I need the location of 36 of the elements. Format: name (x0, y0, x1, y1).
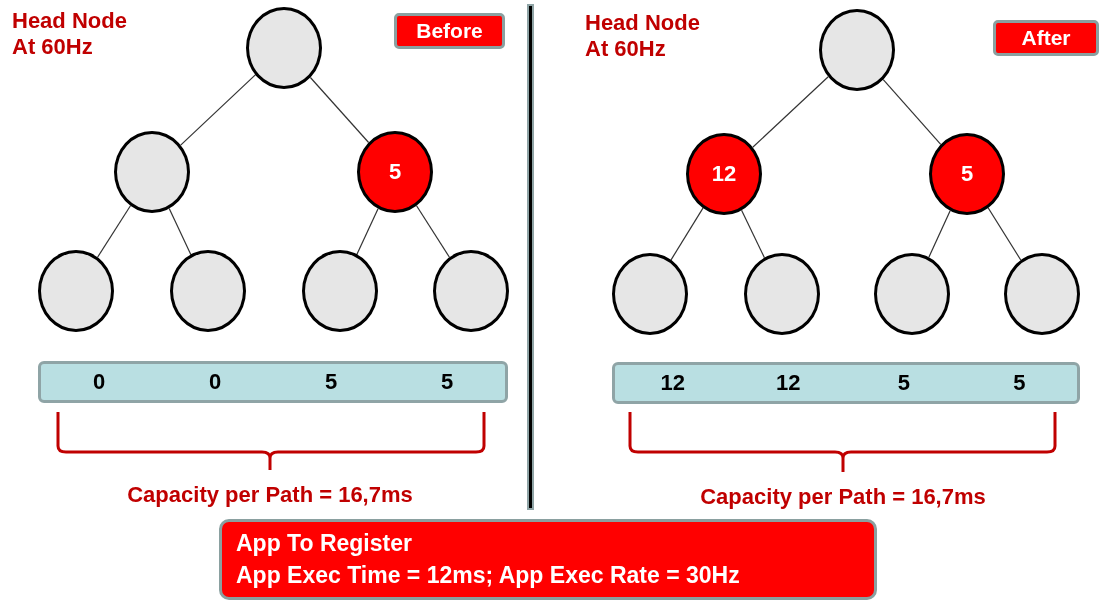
tree-edge (309, 76, 370, 144)
tree-edge (670, 207, 704, 261)
array-value: 0 (92, 369, 106, 395)
array-value: 5 (897, 370, 910, 396)
capacity-array-bar (38, 361, 508, 403)
array-value: 0 (208, 369, 222, 395)
info-text: App To Register (236, 529, 412, 559)
badge-label: After (1021, 26, 1071, 50)
head-node-label: Head Node At 60Hz (12, 8, 128, 61)
array-value: 12 (660, 370, 685, 396)
node-value: 12 (711, 161, 737, 187)
tree-edge (356, 208, 379, 255)
array-value: 5 (324, 369, 338, 395)
capacity-label: Capacity per Path = 16,7ms (126, 482, 414, 509)
node-value: 5 (960, 161, 974, 187)
tree-edge (180, 74, 256, 146)
state-badge (394, 13, 505, 49)
array-value: 5 (440, 369, 454, 395)
app-info-box (219, 519, 877, 600)
tree-edge (752, 76, 829, 148)
badge-label: Before (416, 19, 483, 43)
tree-edge (882, 79, 942, 145)
array-value: 12 (776, 370, 801, 396)
tree-edge (928, 210, 951, 258)
tree-edge (987, 207, 1022, 261)
info-text: App Exec Time = 12ms; App Exec Rate = 30Hz (236, 560, 740, 590)
capacity-array-bar (612, 362, 1080, 404)
head-node-label: Head Node At 60Hz (585, 10, 701, 63)
array-value: 5 (1013, 370, 1026, 396)
tree-edge (168, 207, 192, 256)
tree-edge (415, 205, 451, 258)
node-value: 5 (388, 159, 402, 185)
tree-edge (96, 205, 132, 258)
capacity-label: Capacity per Path = 16,7ms (699, 484, 987, 511)
tree-edge (740, 209, 766, 259)
state-badge (993, 20, 1099, 56)
